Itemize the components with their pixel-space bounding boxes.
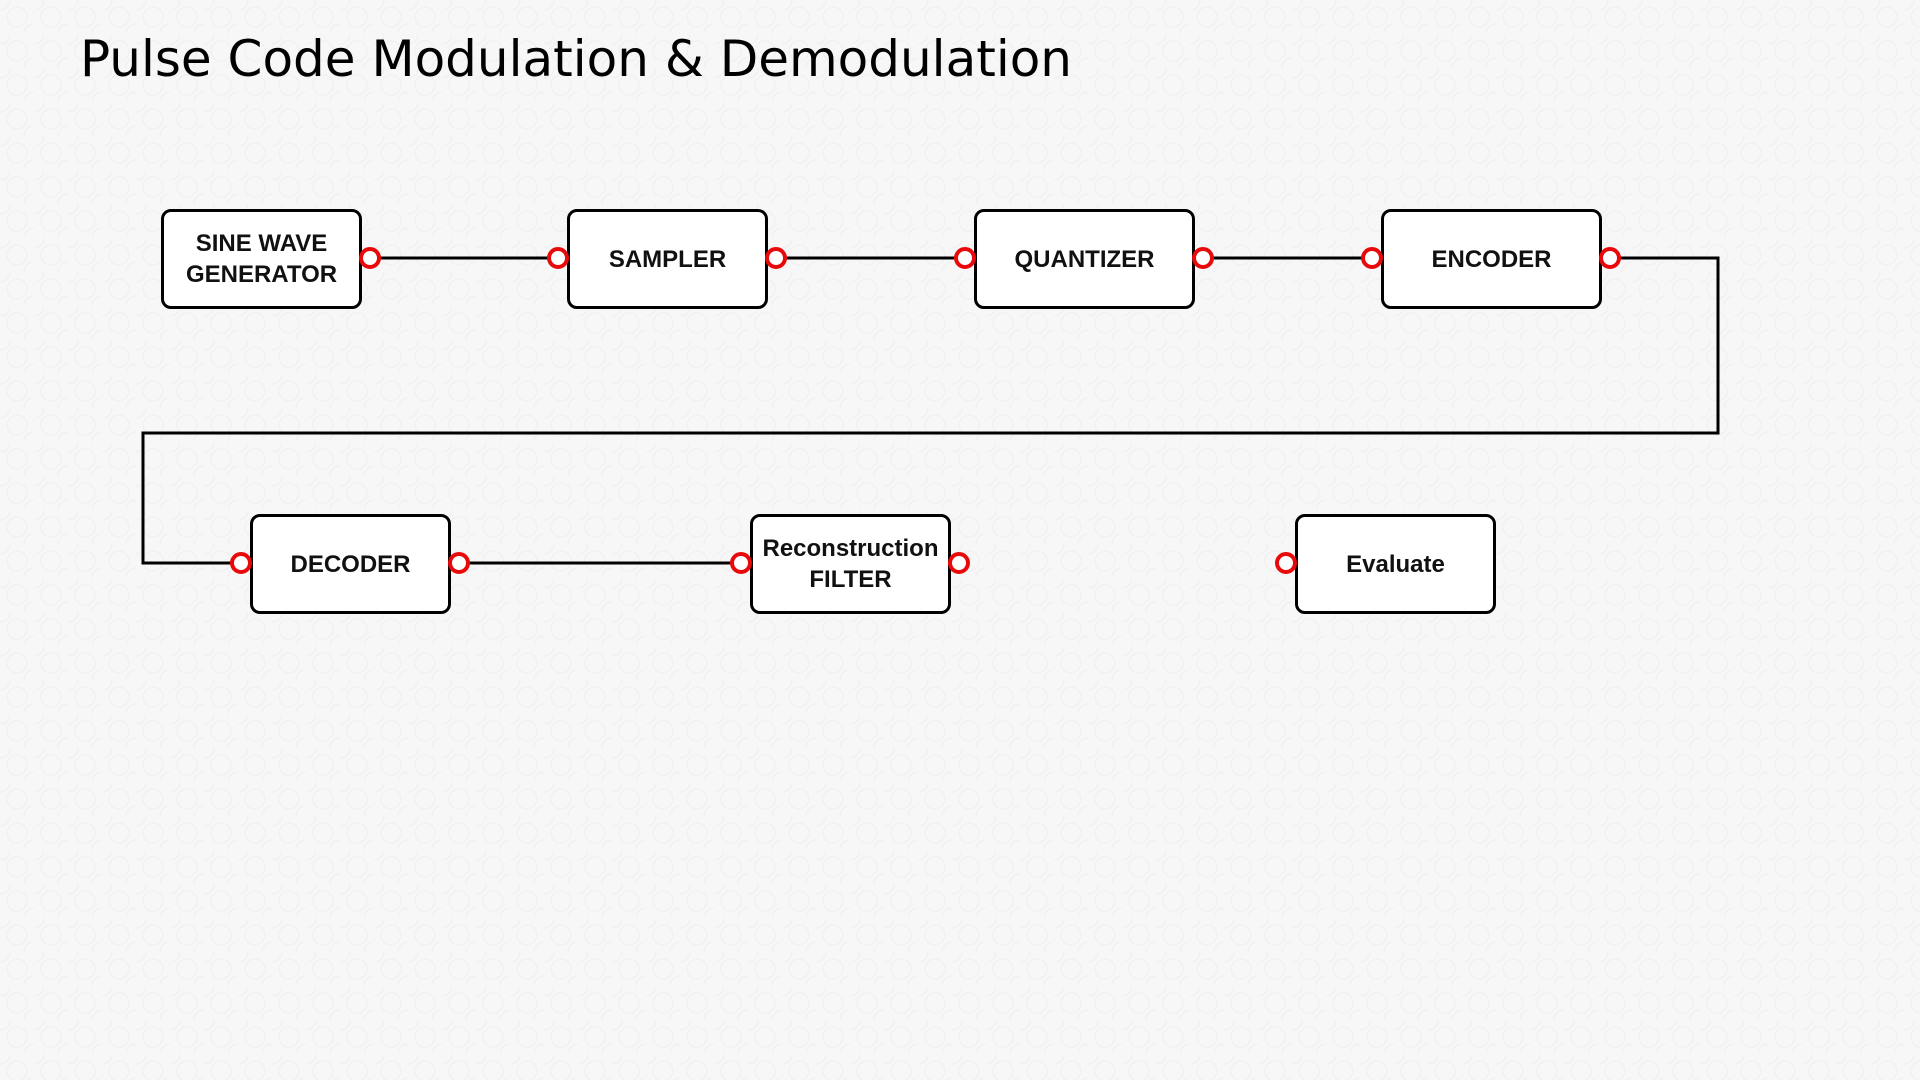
sampler-block[interactable]: SAMPLER bbox=[567, 209, 768, 309]
encoder-label: ENCODER bbox=[1431, 245, 1552, 273]
quantizer-output-port[interactable] bbox=[1192, 247, 1214, 269]
encoder-input-port[interactable] bbox=[1361, 247, 1383, 269]
page-title: Pulse Code Modulation & Demodulation bbox=[80, 30, 1072, 88]
sampler-output-port[interactable] bbox=[765, 247, 787, 269]
reconstruction-filter-input-port[interactable] bbox=[730, 552, 752, 574]
evaluate-input-port[interactable] bbox=[1275, 552, 1297, 574]
decoder-block[interactable]: DECODER bbox=[250, 514, 451, 614]
reconstruction-filter-block[interactable]: Reconstruction FILTER bbox=[750, 514, 951, 614]
reconstruction-filter-output-port[interactable] bbox=[948, 552, 970, 574]
encoder-block[interactable]: ENCODER bbox=[1381, 209, 1602, 309]
quantizer-label: QUANTIZER bbox=[1014, 245, 1155, 273]
quantizer-input-port[interactable] bbox=[954, 247, 976, 269]
connector-encoder-to-decoder bbox=[141, 256, 1720, 565]
reconstruction-filter-label-line1: Reconstruction bbox=[762, 535, 939, 562]
reconstruction-filter-label-line2: FILTER bbox=[809, 566, 892, 593]
quantizer-block[interactable]: QUANTIZER bbox=[974, 209, 1195, 309]
sine-wave-generator-block[interactable]: SINE WAVE GENERATOR bbox=[161, 209, 362, 309]
decoder-label: DECODER bbox=[290, 550, 411, 578]
decoder-output-port[interactable] bbox=[448, 552, 470, 574]
sampler-input-port[interactable] bbox=[547, 247, 569, 269]
sine-wave-generator-label-line1: SINE WAVE bbox=[195, 230, 328, 257]
sine-wave-generator-label-line2: GENERATOR bbox=[185, 261, 338, 288]
encoder-output-port[interactable] bbox=[1599, 247, 1621, 269]
sine-wave-generator-output-port[interactable] bbox=[359, 247, 381, 269]
evaluate-block[interactable]: Evaluate bbox=[1295, 514, 1496, 614]
evaluate-label: Evaluate bbox=[1346, 550, 1445, 578]
sampler-label: SAMPLER bbox=[608, 245, 727, 273]
decoder-input-port[interactable] bbox=[230, 552, 252, 574]
